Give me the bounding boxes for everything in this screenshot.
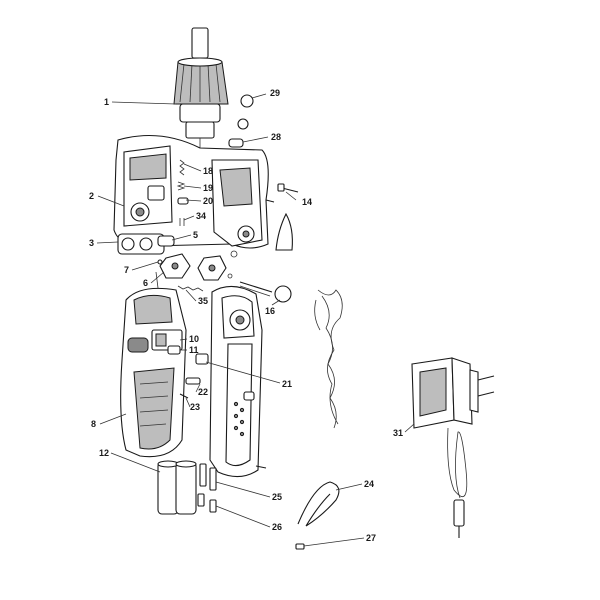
- right-handle-housing: [209, 285, 267, 478]
- label-23: 23: [190, 402, 200, 412]
- label-7: 7: [124, 265, 129, 275]
- label-11: 11: [189, 345, 199, 355]
- label-35: 35: [198, 296, 208, 306]
- label-14: 14: [302, 197, 312, 207]
- left-handle-housing: [120, 287, 187, 458]
- label-34: 34: [196, 211, 206, 221]
- wedge-piece: [275, 212, 293, 251]
- charger-31: [411, 357, 495, 538]
- label-8: 8: [91, 419, 96, 429]
- label-2: 2: [89, 191, 94, 201]
- label-18: 18: [203, 166, 213, 176]
- terminal-25: [199, 463, 217, 491]
- terminal-26: [197, 493, 217, 513]
- label-27: 27: [366, 533, 376, 543]
- label-31: 31: [393, 428, 403, 438]
- screw-14: [265, 183, 299, 203]
- spring-35: [177, 285, 204, 292]
- right-gear-housing: [211, 159, 263, 247]
- chuck-assembly: [173, 27, 229, 148]
- label-21: 21: [282, 379, 292, 389]
- gear-pair: [197, 250, 238, 281]
- wire-harness: [314, 289, 343, 429]
- label-26: 26: [272, 522, 282, 532]
- gear-6: [159, 253, 191, 279]
- contact-22: [185, 377, 201, 385]
- left-gear-housing: [123, 145, 173, 227]
- label-5: 5: [193, 230, 198, 240]
- label-6: 6: [143, 278, 148, 288]
- battery-pack-12: [157, 460, 197, 515]
- label-22: 22: [198, 387, 208, 397]
- label-25: 25: [272, 492, 282, 502]
- bit-clip-24: [297, 481, 340, 527]
- pin-28: [228, 138, 244, 148]
- label-29: 29: [270, 88, 280, 98]
- leader-lines: [96, 93, 415, 547]
- bit-27: [295, 543, 305, 550]
- label-24: 24: [364, 479, 374, 489]
- switch-block: [151, 329, 183, 355]
- motor-connector-21: [195, 353, 209, 365]
- small-cap-29: [237, 94, 254, 130]
- label-28: 28: [271, 132, 281, 142]
- label-12: 12: [99, 448, 109, 458]
- label-1: 1: [104, 97, 109, 107]
- part-labels: 1 29 28 2 18 19 20 14 34 5 3 7 6 35 16 1…: [89, 88, 403, 543]
- bearing-plate-3: [117, 233, 175, 255]
- contact-23: [179, 393, 189, 399]
- screw-16: [239, 281, 292, 303]
- label-16: 16: [265, 306, 275, 316]
- label-20: 20: [203, 196, 213, 206]
- label-10: 10: [189, 334, 199, 344]
- label-19: 19: [203, 183, 213, 193]
- label-3: 3: [89, 238, 94, 248]
- springs-18-20: [176, 159, 189, 226]
